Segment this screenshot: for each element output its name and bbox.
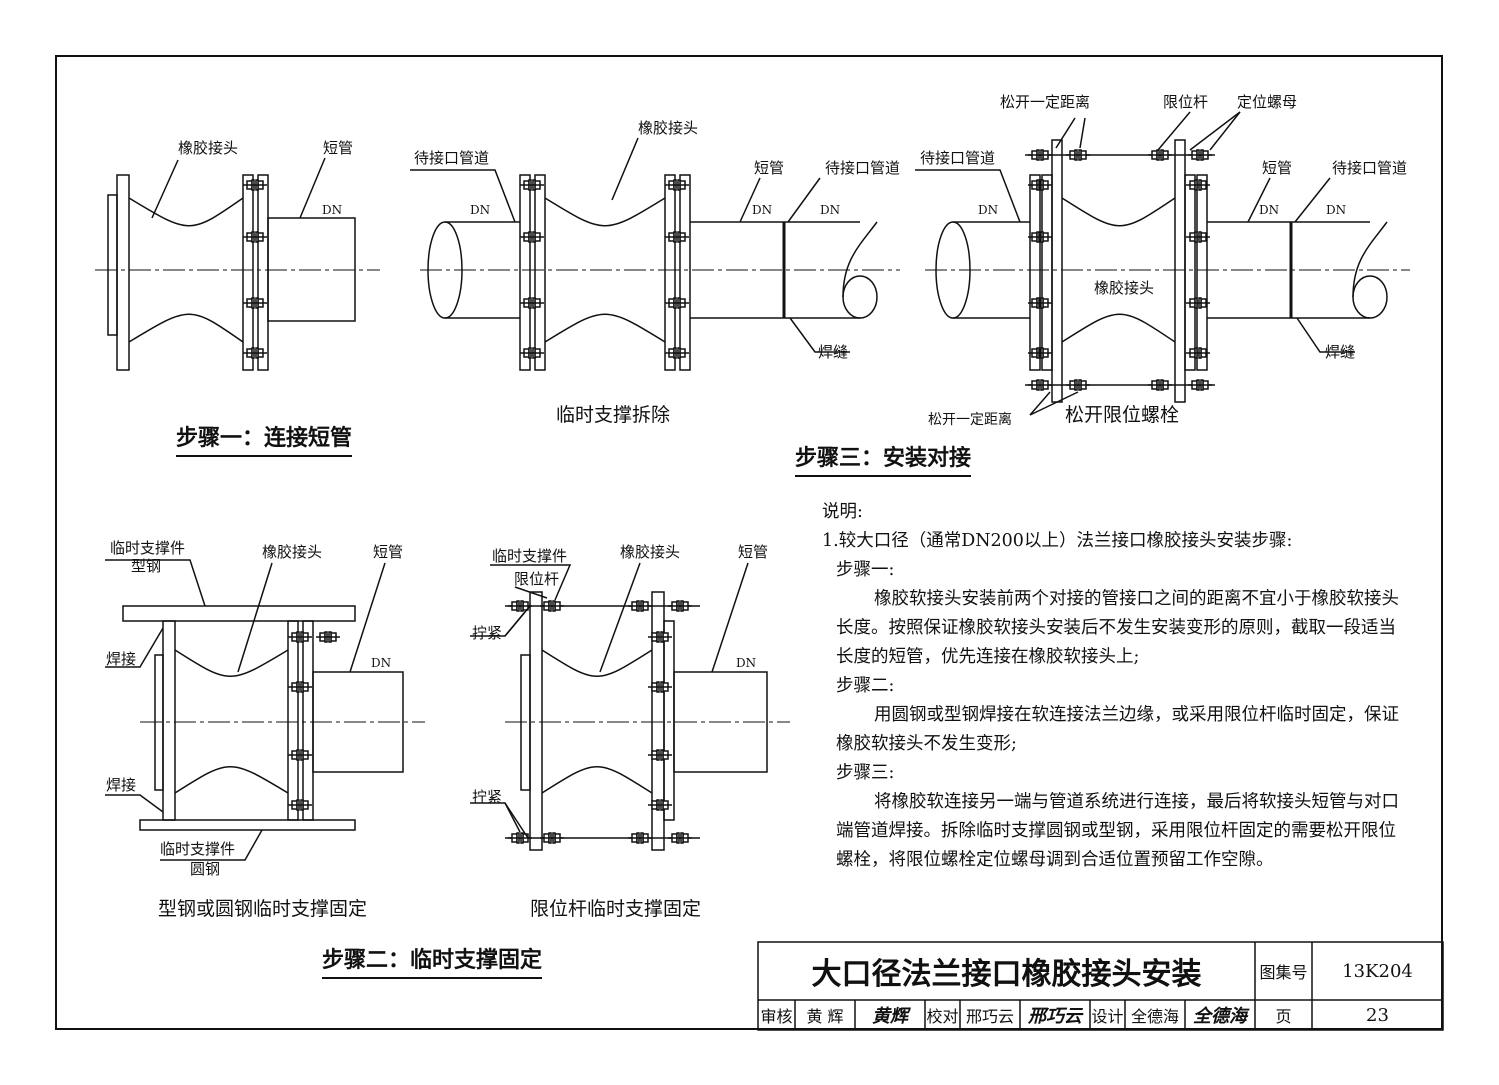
label-pipe-to-join: 待接口管道 bbox=[825, 159, 901, 177]
step2a-diagram bbox=[105, 559, 425, 861]
review-label: 审核 bbox=[760, 1007, 793, 1026]
step3-title: 步骤三：安装对接 bbox=[795, 440, 972, 477]
label-round-steel: 圆钢 bbox=[190, 860, 221, 878]
caption-rod-support: 限位杆临时支撑固定 bbox=[530, 898, 702, 920]
label-tighten: 拧紧 bbox=[472, 788, 503, 806]
step3-diagram bbox=[915, 111, 1410, 416]
label-dn: DN bbox=[736, 656, 757, 670]
notes: 说明: 1.较大口径（通常DN200以上）法兰接口橡胶接头安装步骤: 步骤一: … bbox=[822, 498, 1412, 875]
atlas-label: 图集号 bbox=[1259, 963, 1308, 982]
atlas-number: 13K204 bbox=[1342, 960, 1413, 982]
label-weld: 焊接 bbox=[106, 650, 137, 668]
label-lock-nut: 定位螺母 bbox=[1237, 93, 1298, 111]
label-tighten: 拧紧 bbox=[472, 624, 503, 642]
label-dn: DN bbox=[752, 203, 773, 217]
label-short-pipe: 短管 bbox=[754, 159, 785, 177]
label-loosen-distance: 松开一定距离 bbox=[928, 412, 1012, 428]
label-limit-rod: 限位杆 bbox=[514, 570, 560, 588]
label-rubber-joint: 橡胶接头 bbox=[638, 119, 699, 137]
label-weld-seam: 焊缝 bbox=[1325, 343, 1356, 361]
label-short-pipe: 短管 bbox=[1262, 159, 1293, 177]
notes-step3-title: 步骤三: bbox=[836, 763, 895, 783]
notes-step2-title: 步骤二: bbox=[836, 676, 895, 696]
label-dn: DN bbox=[322, 203, 343, 217]
drawing-title: 大口径法兰接口橡胶接头安装 bbox=[811, 957, 1202, 992]
label-dn: DN bbox=[371, 656, 392, 670]
step1-title: 步骤一：连接短管 bbox=[176, 420, 353, 457]
checker-signature: 邢巧云 bbox=[1028, 1006, 1082, 1027]
label-short-pipe: 短管 bbox=[738, 543, 769, 561]
step2b-diagram bbox=[470, 562, 790, 851]
reviewer-signature: 黄辉 bbox=[872, 1006, 908, 1027]
caption-loosen-bolts: 松开限位螺栓 bbox=[1065, 404, 1180, 426]
drawing-frame bbox=[55, 55, 1443, 1030]
label-temp-support: 临时支撑件 bbox=[110, 539, 186, 557]
page-label: 页 bbox=[1275, 1007, 1292, 1026]
label-dn: DN bbox=[820, 203, 841, 217]
label-dn: DN bbox=[470, 203, 491, 217]
label-short-pipe: 短管 bbox=[373, 543, 404, 561]
label-weld-seam: 焊缝 bbox=[818, 343, 849, 361]
designer-name: 全德海 bbox=[1130, 1007, 1179, 1026]
step2-title: 步骤二：临时支撑固定 bbox=[322, 942, 543, 979]
label-loosen-distance: 松开一定距离 bbox=[1000, 93, 1091, 111]
notes-item1: 1.较大口径（通常DN200以上）法兰接口橡胶接头安装步骤: bbox=[822, 531, 1293, 551]
notes-heading: 说明: bbox=[822, 502, 863, 522]
title-block-grid bbox=[757, 941, 1444, 1031]
label-dn: DN bbox=[1326, 203, 1347, 217]
reviewer-name: 黄 辉 bbox=[806, 1007, 844, 1026]
notes-step1-text: 橡胶软接头安装前两个对接的管接口之间的距离不宜小于橡胶软接头长度。按照保证橡胶软… bbox=[836, 589, 1399, 667]
designer-signature: 全德海 bbox=[1193, 1006, 1247, 1027]
caption-remove-support: 临时支撑拆除 bbox=[556, 404, 671, 426]
notes-step2-text: 用圆钢或型钢焊接在软连接法兰边缘，或采用限位杆临时固定，保证橡胶软接头不发生变形… bbox=[836, 705, 1399, 754]
label-dn: DN bbox=[978, 203, 999, 217]
step1-diagram bbox=[95, 157, 380, 371]
label-rubber-joint: 橡胶接头 bbox=[262, 543, 323, 561]
label-limit-rod: 限位杆 bbox=[1163, 93, 1209, 111]
label-pipe-to-join: 待接口管道 bbox=[920, 149, 996, 167]
removal-diagram bbox=[410, 137, 900, 371]
caption-steel-support: 型钢或圆钢临时支撑固定 bbox=[158, 898, 368, 920]
notes-step1-title: 步骤一: bbox=[836, 560, 895, 580]
label-short-pipe: 短管 bbox=[323, 139, 354, 157]
label-dn: DN bbox=[1259, 203, 1280, 217]
label-pipe-to-join: 待接口管道 bbox=[1332, 159, 1408, 177]
label-rubber-joint: 橡胶接头 bbox=[178, 139, 239, 157]
page-number: 23 bbox=[1366, 1004, 1389, 1026]
label-rubber-joint: 橡胶接头 bbox=[1094, 279, 1155, 297]
label-pipe-to-join: 待接口管道 bbox=[414, 149, 490, 167]
label-weld: 焊接 bbox=[106, 776, 137, 794]
label-rubber-joint: 橡胶接头 bbox=[620, 543, 681, 561]
checker-name: 邢巧云 bbox=[965, 1007, 1014, 1026]
notes-step3-text: 将橡胶软连接另一端与管道系统进行连接，最后将软接头短管与对口端管道焊接。拆除临时… bbox=[836, 792, 1399, 870]
label-temp-support: 临时支撑件 bbox=[492, 547, 568, 565]
design-label: 设计 bbox=[1091, 1007, 1124, 1026]
check-label: 校对 bbox=[926, 1007, 959, 1026]
label-temp-support: 临时支撑件 bbox=[160, 840, 236, 858]
label-section-steel: 型钢 bbox=[131, 557, 162, 575]
